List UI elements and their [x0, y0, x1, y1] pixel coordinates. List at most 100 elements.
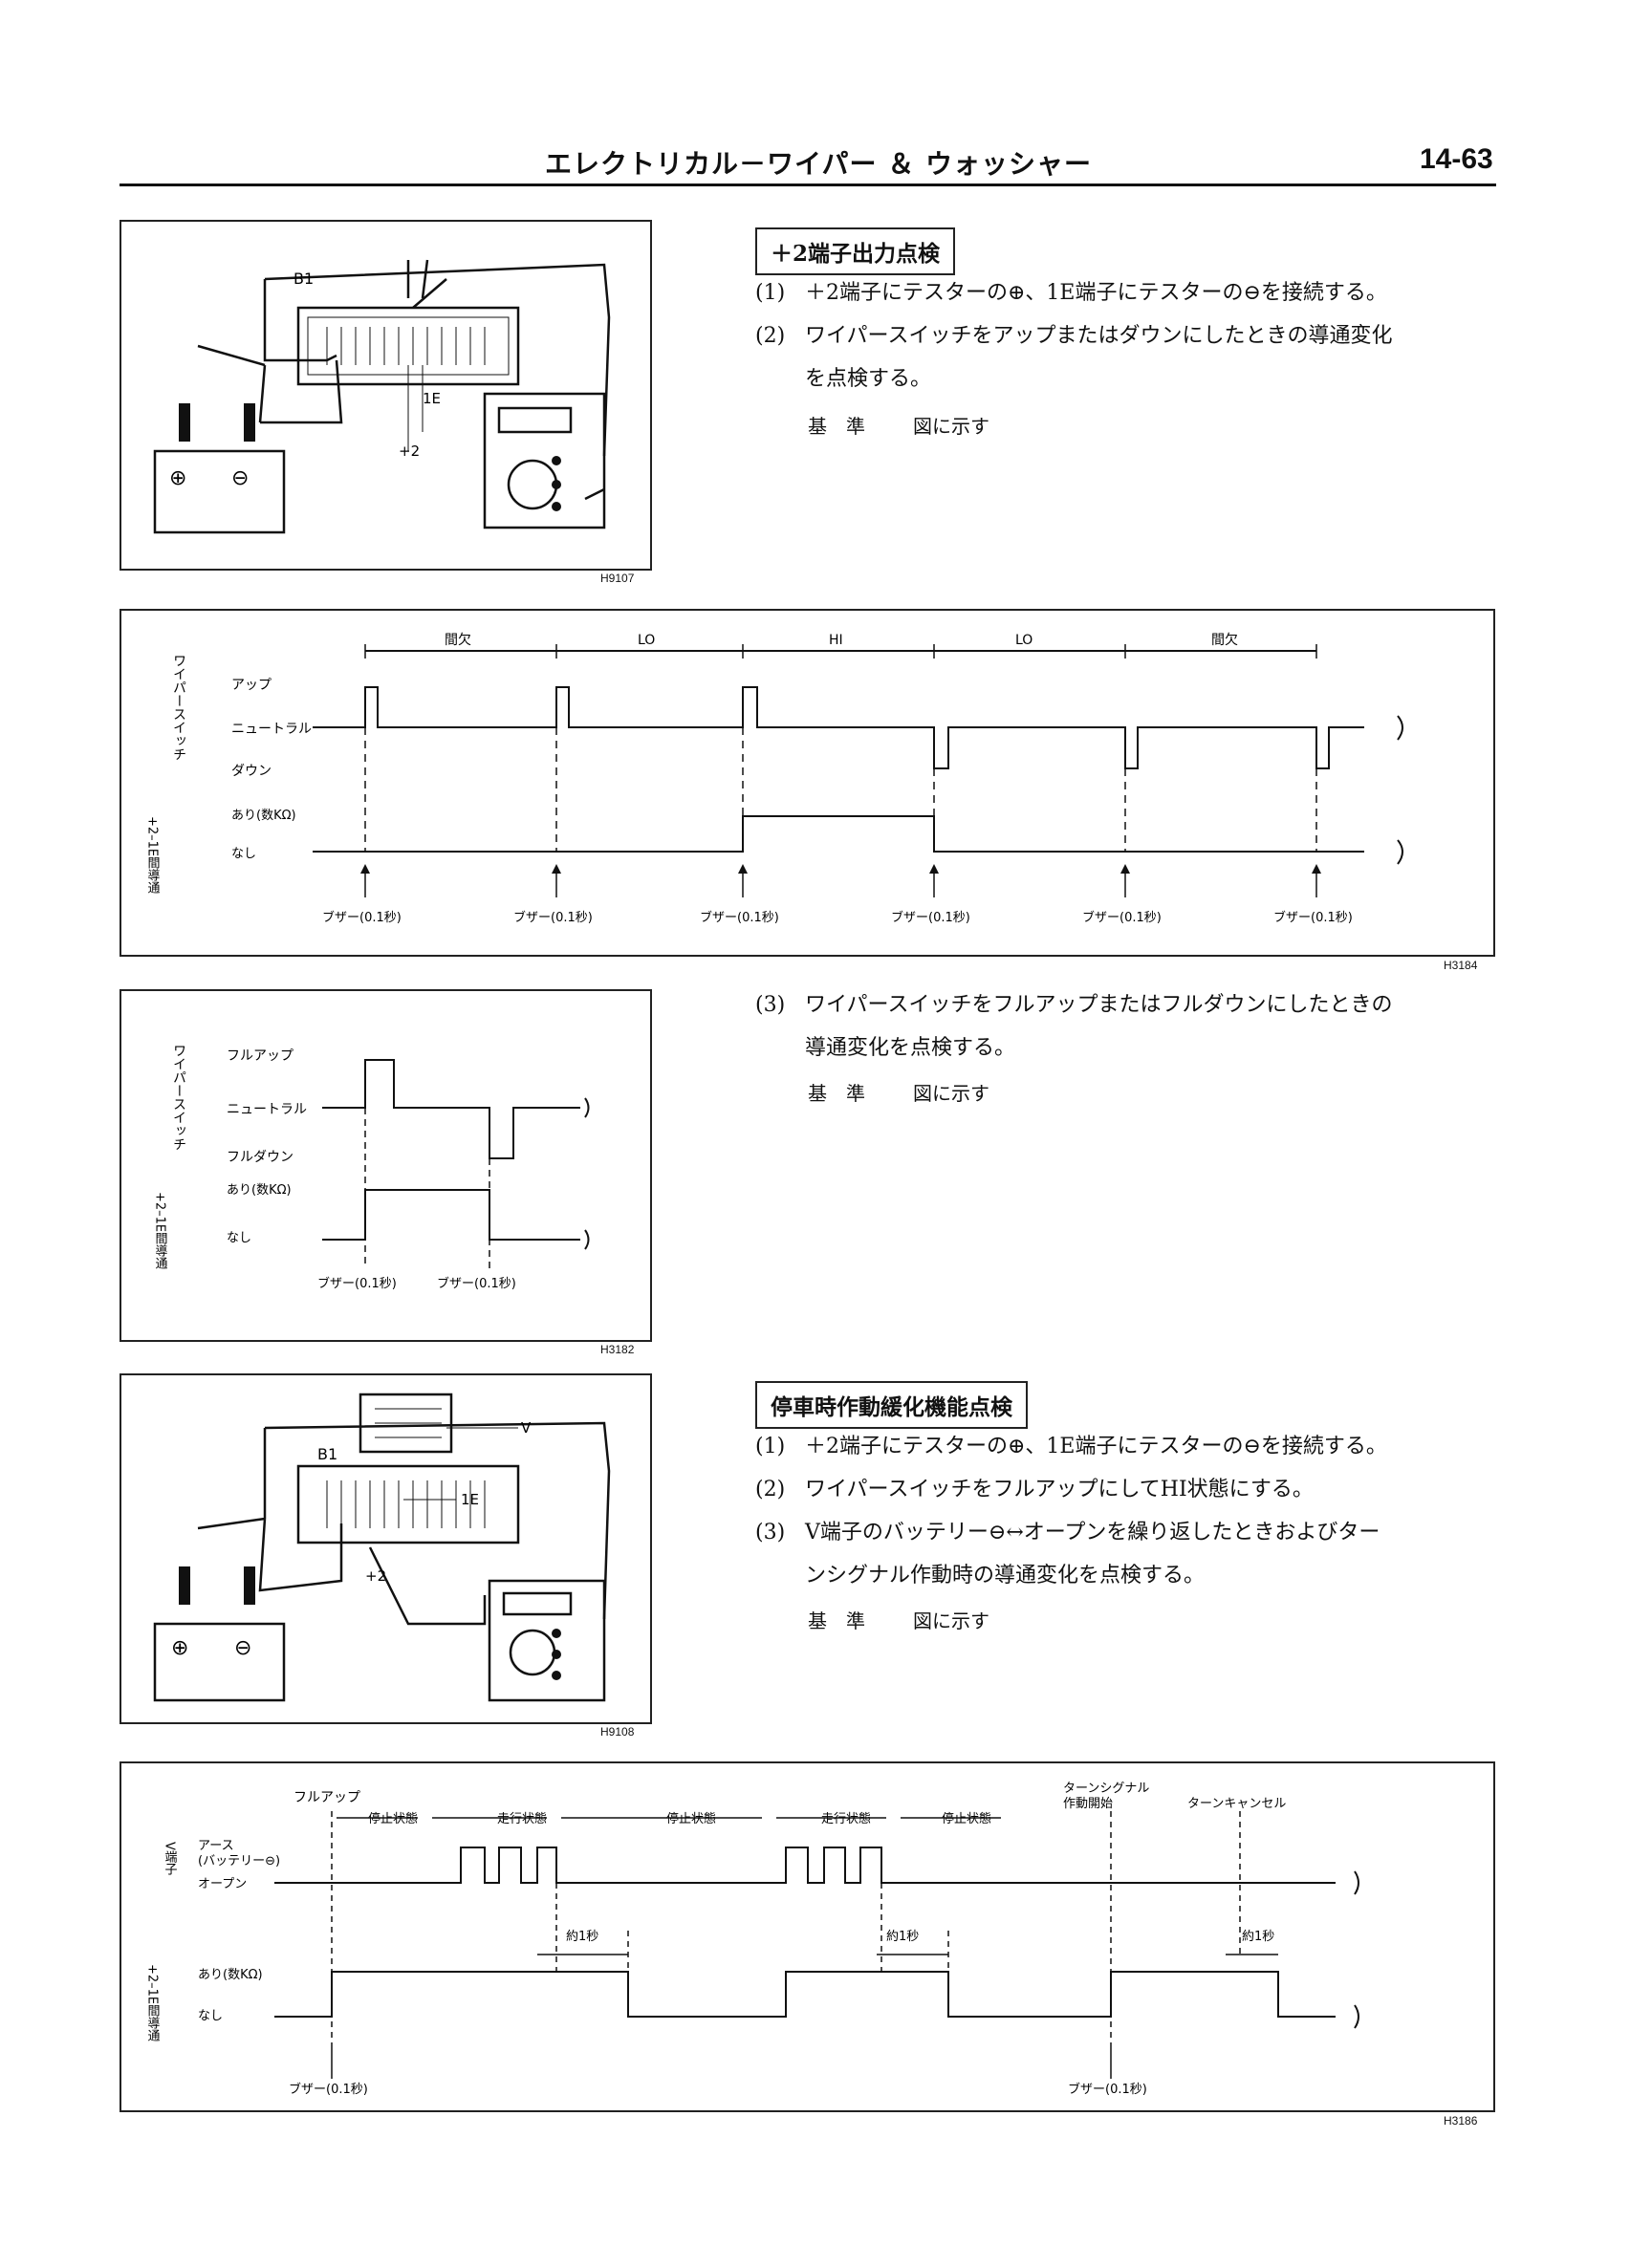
1e-terminal-label: 1E: [423, 390, 441, 407]
page-number: 14-63: [1420, 143, 1493, 175]
step-text: ＋2端子にテスターの⊕、1E端子にテスターの⊖を接続する。: [805, 1435, 1387, 1458]
level-up: アップ: [231, 678, 272, 693]
level-on: あり(数KΩ): [231, 809, 296, 823]
step-number: (3): [755, 993, 786, 1017]
b1-terminal-label: B1: [317, 1445, 337, 1463]
level-on: あり(数KΩ): [227, 1183, 292, 1198]
buzzer-label: ブザー(0.1秒): [322, 910, 402, 925]
step-text: を点検する。: [805, 367, 932, 391]
figure-code-5: H3186: [1444, 2114, 1478, 2128]
standard-label: 基 準: [808, 415, 865, 438]
plus2-terminal-label: +2: [399, 443, 420, 460]
figure-code-2: H3184: [1444, 959, 1478, 972]
ylabel-wiper-switch: ワイパースイッチ: [171, 1044, 186, 1151]
period-label: LO: [638, 633, 655, 648]
buzzer-label: ブザー(0.1秒): [1273, 910, 1353, 925]
section2-step-3-cont: ンシグナル作動時の導通変化を点検する。: [755, 1555, 1205, 1597]
timing-chart-2: ワイパースイッチ +2–1E間導通 フルアップ ニュートラル フルダウン あり(…: [120, 989, 652, 1342]
buzzer-label: ブザー(0.1秒): [289, 2082, 368, 2097]
step-text: V端子のバッテリー⊖↔オープンを繰り返したときおよびター: [805, 1521, 1380, 1544]
battery-plus-label: ⊕: [169, 466, 186, 490]
period-label: LO: [1015, 633, 1032, 648]
figure-code-3: H3182: [600, 1343, 635, 1356]
timing-chart-1-svg: ワイパースイッチ +2–1E間導通 アップ ニュートラル ダウン あり(数KΩ)…: [145, 633, 1403, 925]
section1-standard: 基 準図に示す: [808, 411, 989, 439]
level-off: なし: [227, 1231, 251, 1245]
header-rule: [120, 184, 1496, 186]
period-label: 間欠: [445, 633, 471, 648]
turn-signal-start-label: ターンシグナル: [1063, 1782, 1149, 1796]
level-neutral: ニュートラル: [227, 1102, 307, 1117]
step-text: ワイパースイッチをフルアップまたはフルダウンにしたときの: [805, 993, 1393, 1017]
state-stop: 停止状態: [942, 1811, 991, 1826]
battery-minus-label: ⊖: [231, 466, 249, 490]
ylabel-conduction: +2–1E間導通: [145, 1964, 161, 2042]
step-number: (3): [755, 1521, 786, 1544]
timing-chart-2-svg: ワイパースイッチ +2–1E間導通 フルアップ ニュートラル フルダウン あり(…: [153, 1044, 590, 1291]
level-full-up: フルアップ: [227, 1048, 293, 1064]
standard-value: 図に示す: [913, 1082, 989, 1105]
step3-line1: (3) ワイパースイッチをフルアップまたはフルダウンにしたときの: [755, 984, 1392, 1026]
step-text: ンシグナル作動時の導通変化を点検する。: [805, 1564, 1206, 1588]
1e-terminal-label: 1E: [461, 1491, 479, 1508]
figure-code-4: H9108: [600, 1725, 635, 1739]
state-run: 走行状態: [497, 1811, 547, 1826]
level-battery: (バッテリー⊖): [198, 1854, 280, 1868]
b1-terminal-label: B1: [293, 270, 314, 288]
ylabel-v-terminal: V端子: [163, 1842, 178, 1875]
plus2-terminal-label: +2: [365, 1567, 386, 1585]
level-neutral: ニュートラル: [231, 722, 312, 737]
standard-label: 基 準: [808, 1082, 865, 1105]
wiring-diagram-2-svg: V B1 1E +2 ⊕ ⊖: [153, 1393, 611, 1702]
level-off: なし: [198, 2009, 223, 2023]
timing-chart-1: ワイパースイッチ +2–1E間導通 アップ ニュートラル ダウン あり(数KΩ)…: [120, 609, 1495, 957]
v-terminal-label: V: [521, 1419, 532, 1436]
level-down: ダウン: [231, 764, 272, 779]
section2-step-3: (3) V端子のバッテリー⊖↔オープンを繰り返したときおよびター: [755, 1512, 1380, 1554]
buzzer-label: ブザー(0.1秒): [513, 910, 593, 925]
section1-step-2-cont: を点検する。: [755, 358, 931, 400]
step-text: ワイパースイッチをフルアップにしてHI状態にする。: [805, 1478, 1314, 1501]
ylabel-wiper-switch: ワイパースイッチ: [171, 654, 186, 761]
level-full-down: フルダウン: [227, 1150, 293, 1165]
buzzer-label: ブザー(0.1秒): [891, 910, 970, 925]
turn-cancel-label: ターンキャンセル: [1187, 1797, 1286, 1811]
level-open: オープン: [198, 1877, 247, 1891]
approx-one-second: 約1秒: [886, 1930, 919, 1944]
section2-standard: 基 準 図に示す: [808, 1606, 989, 1633]
section2-step-2: (2) ワイパースイッチをフルアップにしてHI状態にする。: [755, 1469, 1314, 1511]
state-run: 走行状態: [821, 1811, 871, 1826]
buzzer-label: ブザー(0.1秒): [700, 910, 779, 925]
state-stop: 停止状態: [666, 1811, 716, 1826]
timing-chart-3: フルアップ V端子 +2–1E間導通 アース (バッテリー⊖) オープン あり(…: [120, 1761, 1495, 2112]
step-number: (1): [755, 1435, 786, 1458]
step-number: (1): [755, 281, 786, 305]
ylabel-conduction: +2–1E間導通: [153, 1192, 168, 1270]
page-header-title: エレクトリカル－ワイパー ＆ ウォッシャー: [545, 148, 1092, 180]
full-up-label: フルアップ: [293, 1790, 360, 1805]
step3-standard: 基 準 図に示す: [808, 1078, 989, 1106]
state-stop: 停止状態: [368, 1811, 418, 1826]
period-label: 間欠: [1211, 633, 1238, 648]
buzzer-label: ブザー(0.1秒): [317, 1276, 397, 1291]
section2-step-1: (1) ＋2端子にテスターの⊕、1E端子にテスターの⊖を接続する。: [755, 1426, 1387, 1468]
section1-step-1: (1)＋2端子にテスターの⊕、1E端子にテスターの⊖を接続する。: [755, 272, 1387, 314]
level-on: あり(数KΩ): [198, 1968, 263, 1982]
battery-plus-label: ⊕: [171, 1636, 188, 1660]
ylabel-conduction: +2–1E間導通: [145, 816, 161, 895]
step-number: (2): [755, 1478, 786, 1501]
approx-one-second: 約1秒: [566, 1930, 598, 1944]
section1-step-2: (2) ワイパースイッチをアップまたはダウンにしたときの導通変化: [755, 315, 1392, 357]
step-number: (2): [755, 324, 786, 348]
step-text: ワイパースイッチをアップまたはダウンにしたときの導通変化: [805, 324, 1393, 348]
standard-label: 基 準: [808, 1609, 865, 1632]
buzzer-label: ブザー(0.1秒): [437, 1276, 516, 1291]
figure-code-1: H9107: [600, 572, 635, 585]
period-label: HI: [829, 633, 843, 648]
timing-chart-3-svg: フルアップ V端子 +2–1E間導通 アース (バッテリー⊖) オープン あり(…: [145, 1782, 1359, 2097]
level-off: なし: [231, 847, 256, 861]
battery-minus-label: ⊖: [234, 1636, 251, 1660]
wiring-diagram-2: V B1 1E +2 ⊕ ⊖: [120, 1373, 652, 1724]
turn-signal-start-label: 作動開始: [1063, 1797, 1113, 1811]
standard-value: 図に示す: [913, 1609, 989, 1632]
